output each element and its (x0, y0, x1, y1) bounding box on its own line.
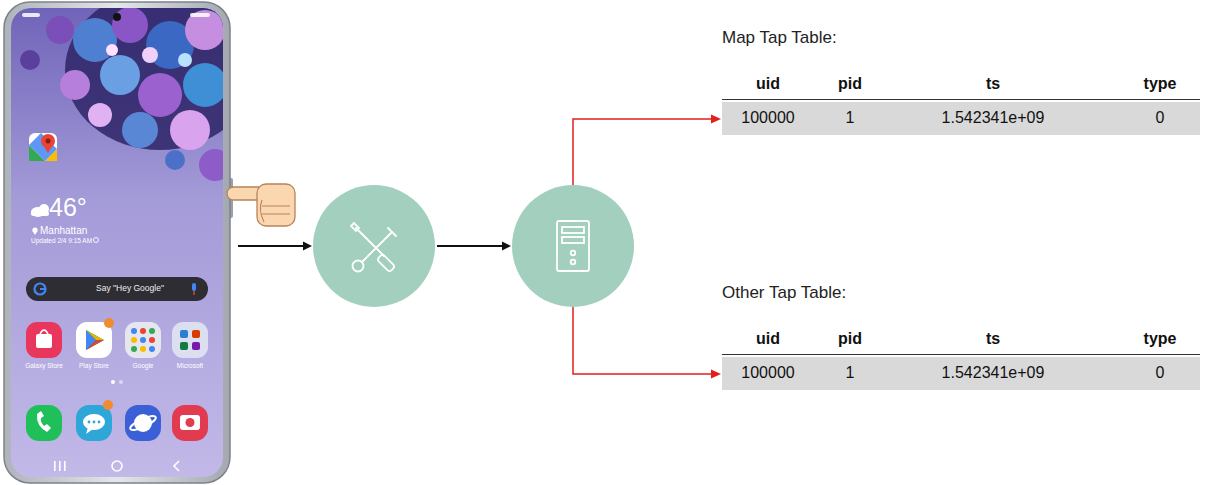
server-circle (512, 185, 634, 307)
column-header: uid (703, 72, 833, 96)
table-cell: 1.542341e+09 (928, 361, 1058, 385)
app-label: Microsoft (177, 362, 203, 369)
screen-text: Say "Hey Google" (96, 284, 164, 293)
table-cell: 0 (1095, 106, 1206, 130)
table-title: Other Tap Table: (722, 283, 846, 303)
screen-text: 46° (49, 194, 87, 222)
column-header: ts (928, 72, 1058, 96)
phone-illustration (4, 0, 255, 483)
app-label: Google (133, 362, 154, 369)
table-cell: 0 (1095, 361, 1206, 385)
table-cell: 1 (785, 361, 915, 385)
table: Map Tap Table:uidpidtstype10000011.54234… (722, 28, 1200, 138)
header-rule (722, 99, 1200, 100)
table-title: Map Tap Table: (722, 28, 837, 48)
column-header: type (1095, 327, 1206, 351)
screen-text: Manhattan (40, 225, 87, 236)
tools-circle (313, 185, 435, 307)
column-header: pid (785, 327, 915, 351)
output-arrow (573, 115, 721, 379)
table-cell: 100000 (703, 106, 833, 130)
table-cell: 1 (785, 106, 915, 130)
table-cell: 1.542341e+09 (928, 106, 1058, 130)
pointing-hand (227, 184, 295, 226)
column-header: ts (928, 327, 1058, 351)
column-header: pid (785, 72, 915, 96)
app-label: Play Store (79, 362, 109, 369)
column-header: uid (703, 327, 833, 351)
app-label: Galaxy Store (25, 362, 63, 369)
table-cell: 100000 (703, 361, 833, 385)
table: Other Tap Table:uidpidtstype10000011.542… (722, 283, 1200, 393)
column-header: type (1095, 72, 1206, 96)
header-rule (722, 354, 1200, 355)
screen-text: Updated 2/4 9:15 AM (31, 237, 92, 244)
